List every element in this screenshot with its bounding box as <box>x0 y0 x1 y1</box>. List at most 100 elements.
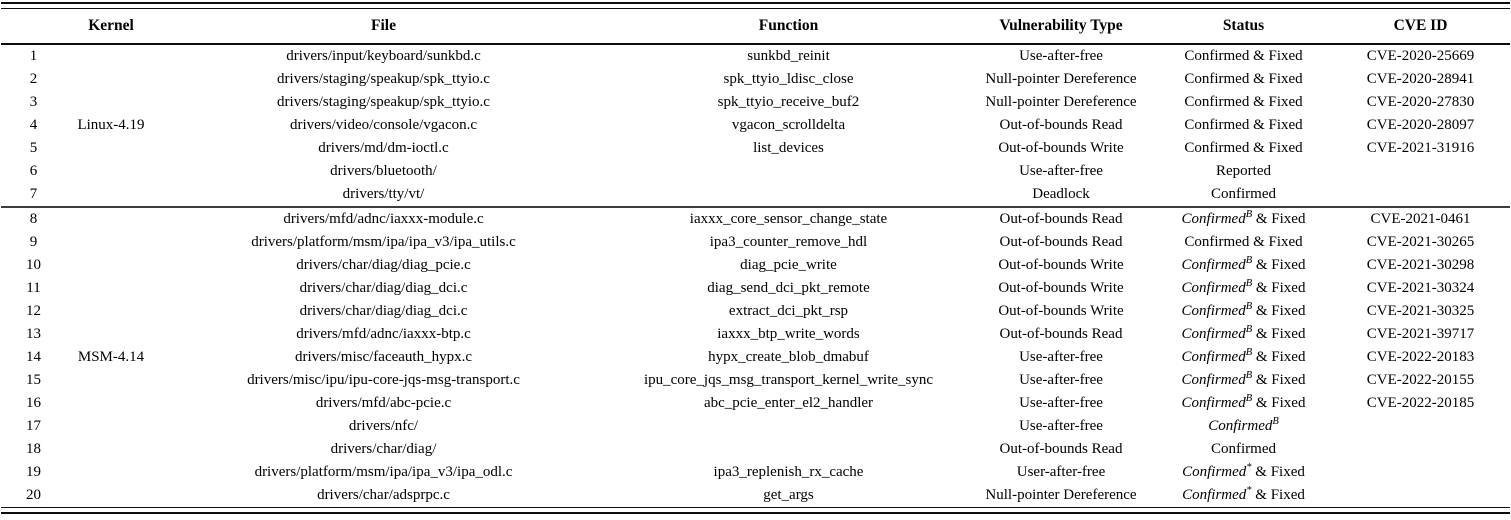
cve-id-cell: CVE-2021-30325 <box>1366 303 1475 319</box>
status-text: Confirmed <box>1181 211 1246 227</box>
function-cell: ipa3_counter_remove_hdl <box>709 234 868 250</box>
header-function: Function <box>611 9 966 45</box>
function-cell <box>611 438 966 461</box>
file-cell: drivers/char/adsprpc.c <box>317 487 450 503</box>
row-number-cell: 17 <box>26 418 41 434</box>
status-cell: Confirmed & Fixed <box>1184 48 1303 64</box>
row-number-cell: 12 <box>26 303 41 319</box>
status-cell: Confirmed & Fixed <box>1184 71 1303 87</box>
row-number-cell: 5 <box>29 140 38 156</box>
status-text: Confirmed <box>1184 140 1250 156</box>
file-cell: drivers/bluetooth/ <box>330 163 437 179</box>
row-number-cell: 16 <box>26 395 41 411</box>
row-number-cell: 1 <box>29 48 38 64</box>
vulnerability-table: Kernel File Function Vulnerability Type … <box>1 9 1510 507</box>
status-superscript: * <box>1246 462 1252 473</box>
cve-id-cell: CVE-2020-25669 <box>1366 48 1475 64</box>
status-text: Confirmed <box>1211 441 1276 457</box>
vulnerability-type-cell: Null-pointer Dereference <box>985 94 1137 110</box>
cve-id-cell: CVE-2020-28097 <box>1366 117 1475 133</box>
vulnerability-type-cell: User-after-free <box>1016 464 1106 480</box>
status-text: Confirmed <box>1211 186 1276 202</box>
function-cell: extract_dci_pkt_rsp <box>728 303 849 319</box>
vulnerability-type-cell: Deadlock <box>1032 186 1090 202</box>
status-text: Confirmed <box>1181 257 1246 273</box>
function-cell <box>611 183 966 207</box>
vulnerability-type-cell: Out-of-bounds Write <box>998 280 1124 296</box>
header-row: Kernel File Function Vulnerability Type … <box>1 9 1510 45</box>
header-kernel: Kernel <box>66 9 156 45</box>
vulnerability-type-cell: Use-after-free <box>1019 372 1103 388</box>
status-text: Confirmed <box>1184 48 1250 64</box>
cve-id-cell: CVE-2021-39717 <box>1366 326 1475 342</box>
status-text: Confirmed <box>1184 94 1250 110</box>
status-cell: Confirmed & Fixed <box>1184 234 1303 250</box>
cve-id-cell: CVE-2022-20155 <box>1366 372 1475 388</box>
status-cell: Confirmed & Fixed <box>1184 94 1303 110</box>
file-cell: drivers/staging/speakup/spk_ttyio.c <box>277 71 490 87</box>
row-number-cell: 15 <box>26 372 41 388</box>
cve-id-cell <box>1331 461 1510 484</box>
function-cell: hypx_create_blob_dmabuf <box>708 349 869 365</box>
kernel-cell: MSM-4.14 <box>66 206 156 507</box>
function-cell: iaxxx_btp_write_words <box>717 326 860 342</box>
file-cell: drivers/mfd/adnc/iaxxx-module.c <box>156 206 611 231</box>
status-cell: ConfirmedB & Fixed <box>1181 324 1306 342</box>
row-number-cell: 10 <box>26 257 41 273</box>
header-vulnerability-type: Vulnerability Type <box>966 9 1156 45</box>
table-bottom-rule <box>1 507 1510 514</box>
file-cell: drivers/tty/vt/ <box>342 186 425 202</box>
cve-id-cell: CVE-2022-20183 <box>1366 349 1475 365</box>
file-cell: drivers/platform/msm/ipa/ipa_v3/ipa_util… <box>251 234 516 250</box>
vulnerability-type-cell: Use-after-free <box>1019 163 1103 179</box>
file-cell: drivers/platform/msm/ipa/ipa_v3/ipa_odl.… <box>254 464 513 480</box>
function-cell <box>611 415 966 438</box>
table-row: 7 drivers/tty/vt/Deadlock Confirmed <box>1 183 1510 207</box>
header-status: Status <box>1156 9 1331 45</box>
row-number-cell: 7 <box>29 186 38 202</box>
function-cell: diag_send_dci_pkt_remote <box>707 280 870 296</box>
function-cell: spk_ttyio_ldisc_close <box>723 71 854 87</box>
vulnerability-type-cell: Out-of-bounds Read <box>966 206 1156 231</box>
status-cell: Confirmed* & Fixed <box>1182 462 1305 480</box>
cve-id-cell <box>1331 160 1510 183</box>
row-number-cell: 19 <box>26 464 41 480</box>
vulnerability-type-cell: Out-of-bounds Read <box>999 441 1123 457</box>
vulnerability-type-cell: Null-pointer Dereference <box>985 71 1137 87</box>
row-number-cell: 11 <box>26 280 41 296</box>
status-superscript: B <box>1245 301 1253 312</box>
vulnerability-type-cell: Use-after-free <box>1019 418 1103 434</box>
status-text: Confirmed <box>1181 395 1246 411</box>
table-top-rule <box>1 2 1510 9</box>
status-text: Confirmed <box>1184 234 1250 250</box>
table-row: 19 drivers/platform/msm/ipa/ipa_v3/ipa_od… <box>1 461 1510 484</box>
row-number-cell: 2 <box>29 71 38 87</box>
status-cell: Reported <box>1156 160 1331 183</box>
header-file: File <box>156 9 611 45</box>
row-number-cell: 6 <box>29 163 38 179</box>
file-cell: drivers/md/dm-ioctl.c <box>318 140 449 156</box>
function-cell: vgacon_scrolldelta <box>731 117 846 133</box>
function-cell <box>611 160 966 183</box>
vulnerability-type-cell: Out-of-bounds Write <box>998 303 1124 319</box>
function-cell: ipa3_replenish_rx_cache <box>713 464 864 480</box>
status-text: Confirmed <box>1182 464 1247 480</box>
status-text: Confirmed <box>1184 117 1250 133</box>
file-cell: drivers/mfd/abc-pcie.c <box>315 395 452 411</box>
file-cell: drivers/char/diag/ <box>330 441 437 457</box>
vulnerability-type-cell: Out-of-bounds Write <box>998 257 1124 273</box>
file-cell: drivers/char/diag/diag_dci.c <box>299 280 468 296</box>
status-cell: Confirmed & Fixed <box>1184 117 1303 133</box>
status-cell: Confirmed <box>1156 438 1331 461</box>
status-cell: ConfirmedB & Fixed <box>1181 370 1306 388</box>
status-superscript: B <box>1245 347 1253 358</box>
status-cell: ConfirmedB <box>1156 415 1331 438</box>
